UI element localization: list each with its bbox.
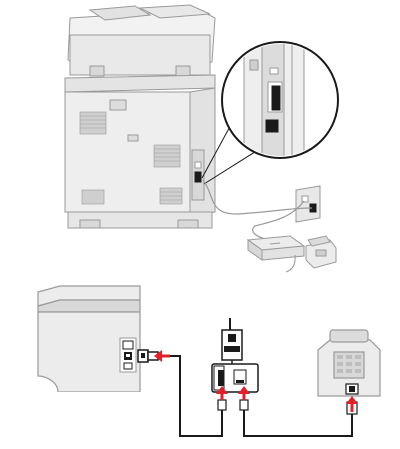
printer-side (37, 285, 142, 400)
arrow-into-splitter-right (238, 386, 250, 400)
arrow-into-splitter-left (216, 386, 228, 400)
red-arrows (154, 350, 358, 412)
telephone (317, 329, 381, 415)
adapter (137, 349, 159, 363)
arrow-into-telephone (346, 396, 358, 412)
wall-jack (295, 185, 321, 223)
dsl-filter (246, 235, 306, 261)
phone-line-cable (202, 179, 313, 241)
printer (64, 4, 216, 229)
printer-port-panel (119, 337, 137, 373)
telephone (285, 235, 337, 273)
arrow-into-printer (154, 350, 170, 362)
filter-splitter (211, 329, 259, 411)
zoom-callout (201, 41, 339, 185)
